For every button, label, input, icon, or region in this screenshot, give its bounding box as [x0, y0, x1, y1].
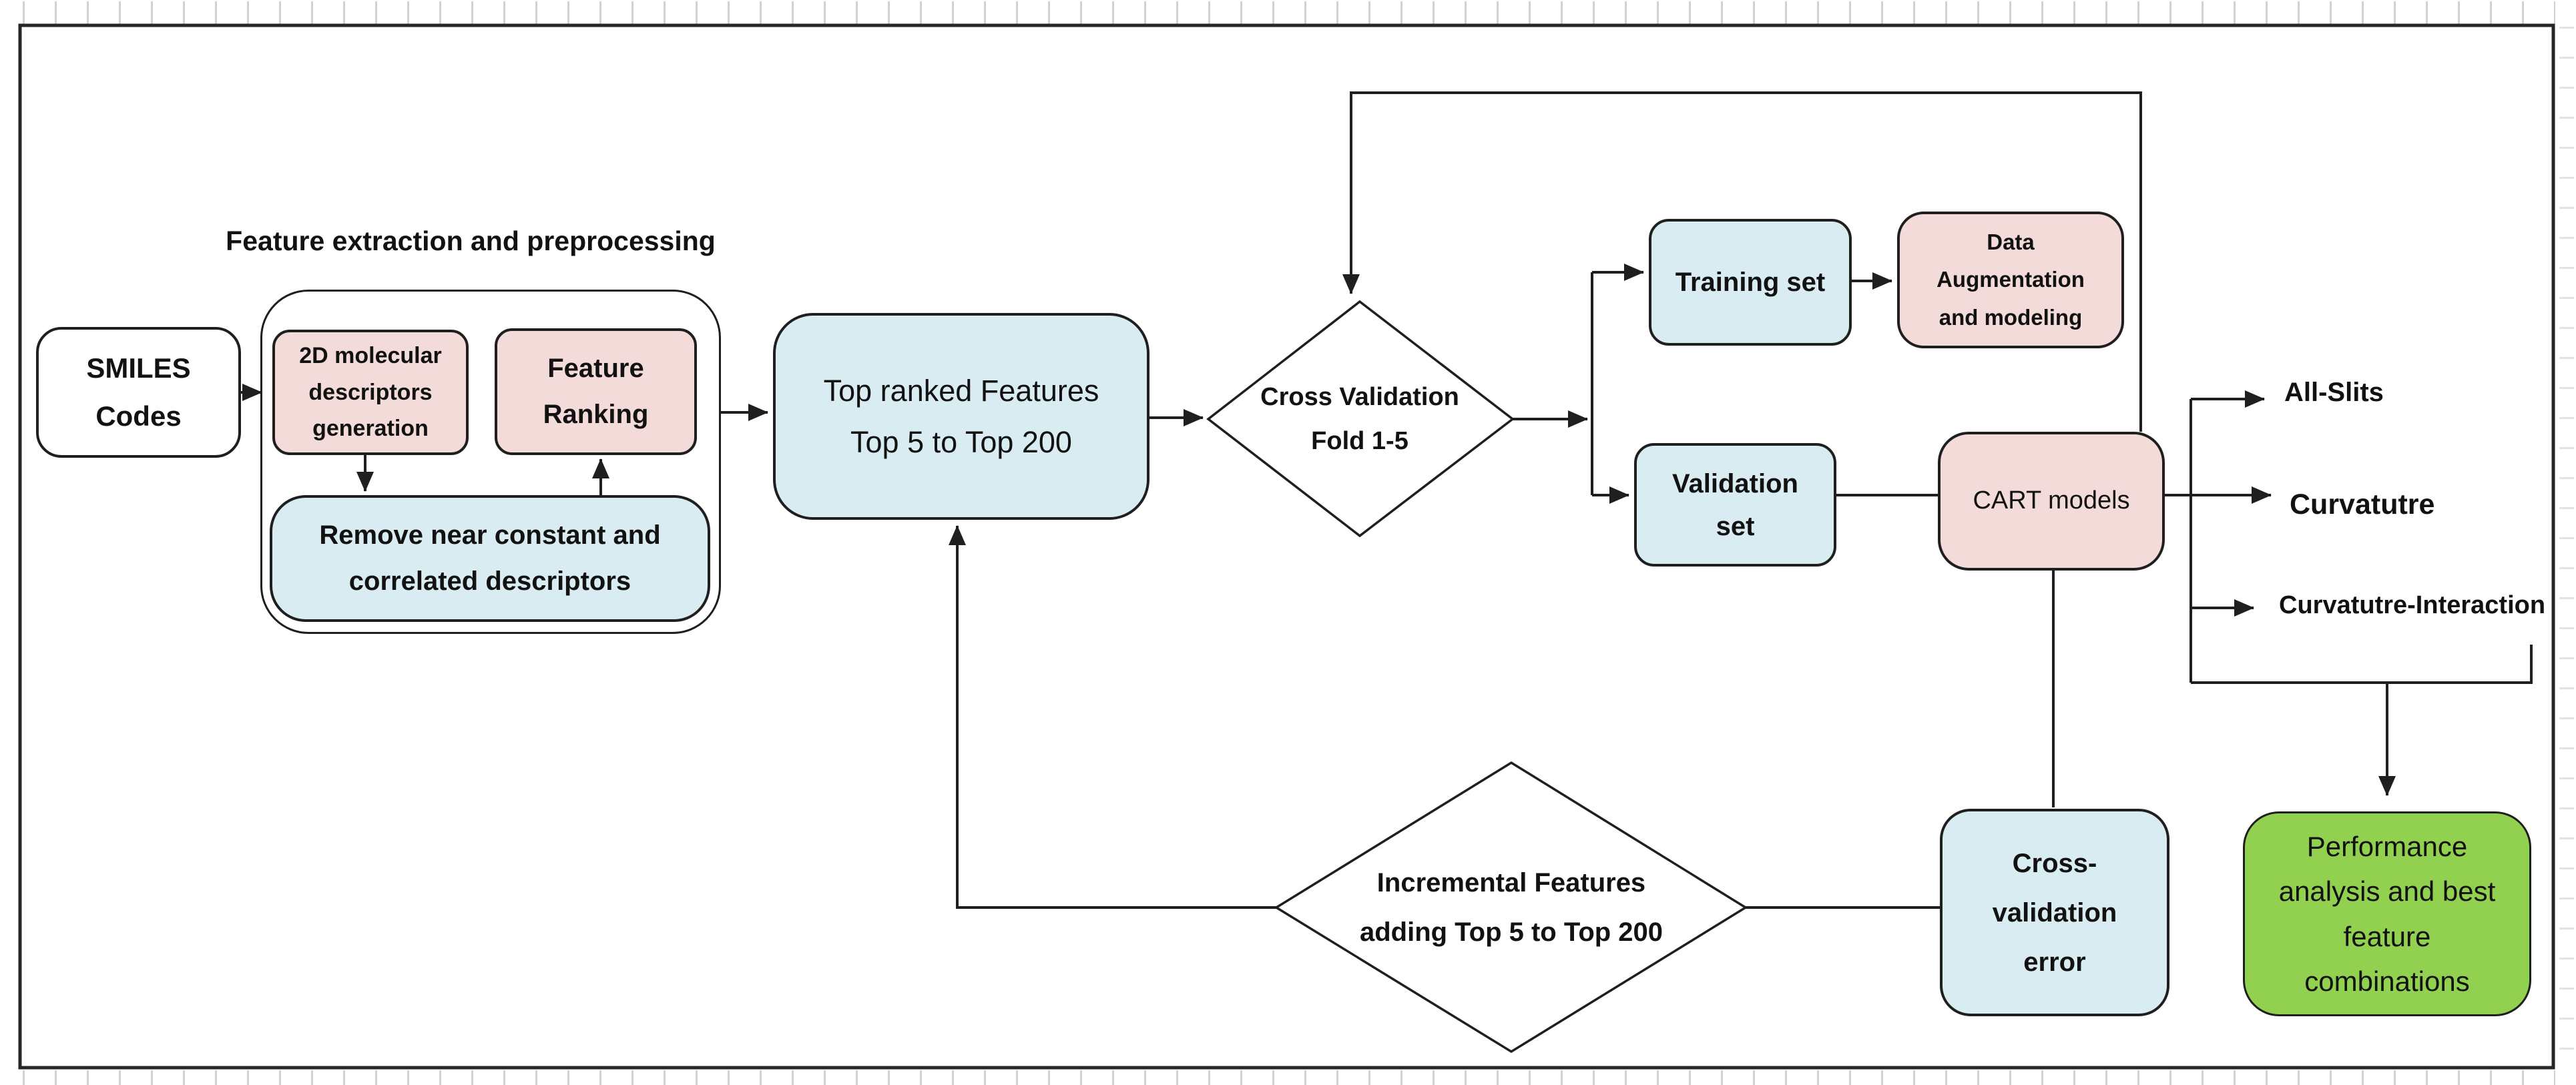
ruler-ticks-right	[2559, 27, 2574, 1065]
wire-output-bracket	[2191, 645, 2533, 684]
wire-incremental-feedback	[949, 525, 1276, 909]
node-training-set-label: Training set	[1675, 267, 1826, 297]
output-all-slits: All-Slits	[2284, 378, 2384, 408]
node-feature-ranking-label: Feature Ranking	[543, 354, 649, 429]
node-top-ranked-features-label: Top ranked Features Top 5 to Top 200	[823, 373, 1099, 459]
node-smiles-codes: SMILES Codes	[36, 327, 241, 458]
diagram-frame	[18, 23, 2555, 1070]
node-training-set: Training set	[1649, 219, 1852, 346]
wire-fold-loop	[1342, 91, 2142, 432]
node-validation-set-label: Validation set	[1672, 468, 1798, 541]
node-validation-set: Validation set	[1634, 443, 1836, 567]
output-curvatutre: Curvatutre	[2290, 488, 2434, 521]
node-cart-models-label: CART models	[1973, 486, 2130, 515]
section-title: Feature extraction and preprocessing	[190, 226, 751, 257]
node-performance-analysis-label: Performance analysis and best feature co…	[2278, 831, 2496, 997]
node-2d-descriptors: 2D molecular descriptors generation	[272, 330, 469, 455]
node-data-augmentation-label: Data Augmentation and modeling	[1937, 230, 2085, 330]
node-remove-descriptors-label: Remove near constant and correlated desc…	[319, 520, 661, 596]
output-curvatutre-interaction-text: Curvatutre-Interaction	[2279, 591, 2546, 619]
section-title-text: Feature extraction and preprocessing	[226, 226, 716, 256]
ruler-ticks-top	[23, 1, 2555, 24]
incremental-features-diamond-label-box: Incremental Features adding Top 5 to Top…	[1284, 842, 1738, 973]
node-feature-ranking: Feature Ranking	[495, 328, 697, 455]
ruler-ticks-bottom	[23, 1070, 2555, 1085]
incremental-features-diamond-label: Incremental Features adding Top 5 to Top…	[1359, 868, 1663, 947]
output-curvatutre-text: Curvatutre	[2290, 488, 2435, 520]
node-cross-validation-error: Cross- validation error	[1940, 809, 2169, 1016]
cross-validation-diamond-label: Cross Validation Fold 1-5	[1260, 382, 1459, 456]
node-cart-models: CART models	[1938, 432, 2165, 571]
cross-validation-diamond-label-box: Cross Validation Fold 1-5	[1222, 364, 1498, 474]
output-all-slits-text: All-Slits	[2284, 378, 2384, 407]
node-data-augmentation: Data Augmentation and modeling	[1897, 212, 2124, 348]
node-smiles-codes-label: SMILES Codes	[86, 352, 191, 432]
node-cross-validation-error-label: Cross- validation error	[1992, 848, 2117, 977]
node-performance-analysis: Performance analysis and best feature co…	[2243, 811, 2531, 1016]
output-curvatutre-interaction: Curvatutre-Interaction	[2279, 591, 2545, 620]
node-top-ranked-features: Top ranked Features Top 5 to Top 200	[773, 313, 1149, 520]
node-2d-descriptors-label: 2D molecular descriptors generation	[299, 343, 442, 442]
cross-validation-diamond	[1206, 300, 1515, 538]
node-remove-descriptors: Remove near constant and correlated desc…	[270, 495, 710, 622]
incremental-features-diamond	[1274, 761, 1748, 1054]
preprocessing-group-container	[260, 290, 721, 634]
